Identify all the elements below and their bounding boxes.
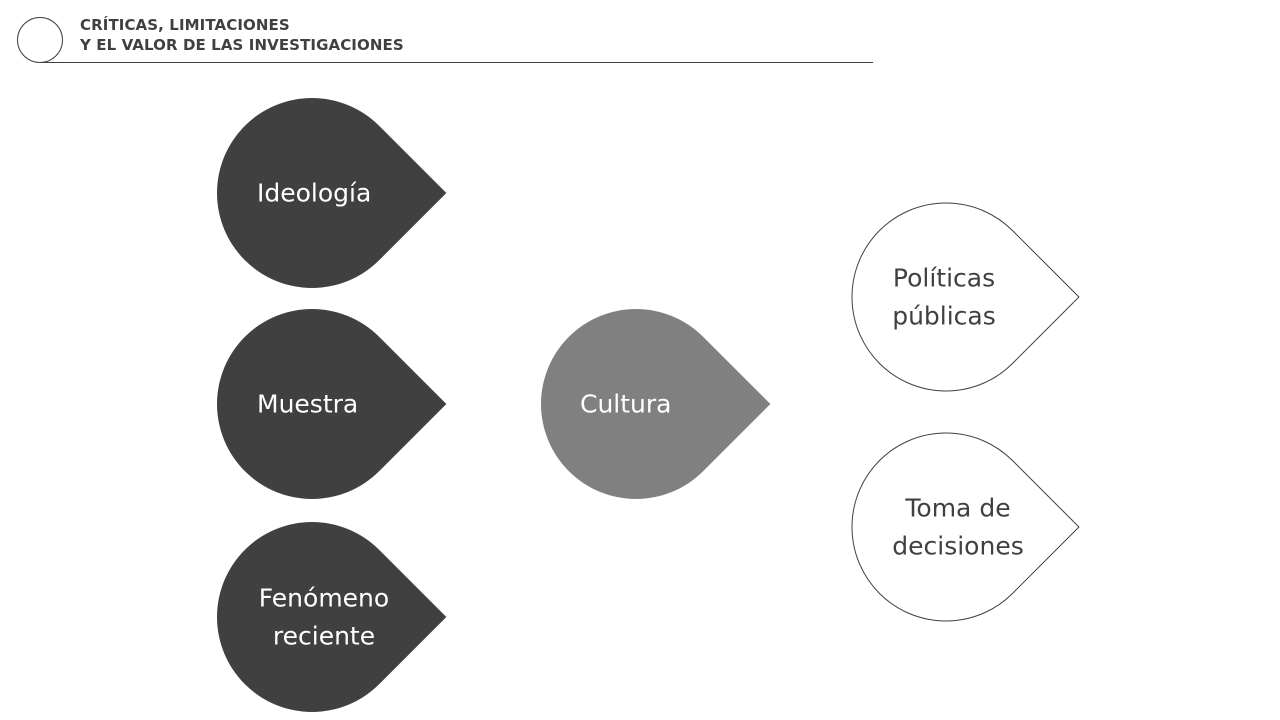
node-politicas-publicas-label-2: públicas (892, 302, 996, 331)
node-muestra-shape (217, 309, 447, 499)
node-politicas-publicas: Políticas públicas (851, 202, 1080, 392)
page-title-line-2: Y EL VALOR DE LAS INVESTIGACIONES (80, 36, 404, 54)
node-cultura-shape (541, 309, 771, 499)
node-toma-de-decisiones: Toma de decisiones (851, 432, 1080, 622)
page-title: CRÍTICAS, LIMITACIONES Y EL VALOR DE LAS… (80, 15, 404, 55)
node-cultura-label-1: Cultura (580, 390, 672, 419)
node-muestra: Muestra (217, 309, 447, 499)
node-fenomeno-reciente: Fenómeno reciente (217, 522, 447, 713)
header-circle-icon (17, 17, 63, 63)
node-toma-de-decisiones-label-1: Toma de (904, 494, 1010, 523)
node-ideologia-label-1: Ideología (257, 179, 371, 208)
node-politicas-publicas-shape (851, 202, 1080, 392)
node-politicas-publicas-label-1: Políticas (893, 264, 995, 293)
node-cultura: Cultura (541, 309, 771, 499)
node-toma-de-decisiones-shape (851, 432, 1080, 622)
node-ideologia: Ideología (217, 98, 447, 289)
header-divider (40, 62, 873, 63)
node-fenomeno-reciente-label-1: Fenómeno (259, 584, 389, 613)
node-fenomeno-reciente-label-2: reciente (273, 622, 375, 651)
node-toma-de-decisiones-label-2: decisiones (892, 532, 1023, 561)
node-muestra-label-1: Muestra (257, 390, 358, 419)
node-fenomeno-reciente-shape (217, 522, 447, 713)
page-title-line-1: CRÍTICAS, LIMITACIONES (80, 16, 290, 34)
node-ideologia-shape (217, 98, 447, 289)
